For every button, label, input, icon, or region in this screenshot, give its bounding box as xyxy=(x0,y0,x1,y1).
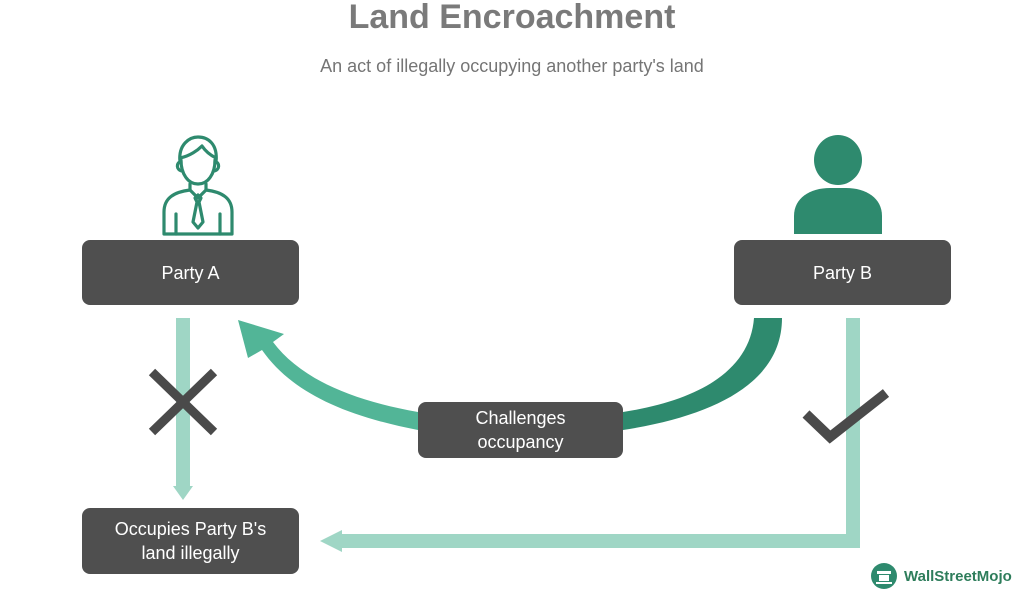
occupies-label-line1: Occupies Party B's xyxy=(114,519,267,539)
wallstreetmojo-logo-icon xyxy=(871,563,897,589)
occupies-label-line2: land illegally xyxy=(141,543,240,563)
diagram-subtitle: An act of illegally occupying another pa… xyxy=(320,56,704,76)
check-icon xyxy=(802,389,890,444)
arrow-challenge xyxy=(238,318,782,430)
challenge-label-line2: occupancy xyxy=(477,432,564,452)
brand-name: WallStreetMojo xyxy=(904,567,1012,585)
occupies-box: Occupies Party B's land illegally xyxy=(82,508,299,574)
cross-icon xyxy=(148,368,218,436)
challenge-label-line1: Challenges xyxy=(475,408,566,428)
brand-logo: WallStreetMojo xyxy=(870,560,1012,592)
businessman-icon xyxy=(162,135,234,236)
party-b-box: Party B xyxy=(734,240,951,305)
diagram-title: Land Encroachment xyxy=(348,0,676,36)
challenge-box: Challenges occupancy xyxy=(418,402,623,458)
arrow-b-to-occupies xyxy=(320,318,860,552)
person-icon xyxy=(794,135,882,234)
party-a-box: Party A xyxy=(82,240,299,305)
party-a-label: Party A xyxy=(161,262,220,283)
party-b-label: Party B xyxy=(812,262,873,283)
